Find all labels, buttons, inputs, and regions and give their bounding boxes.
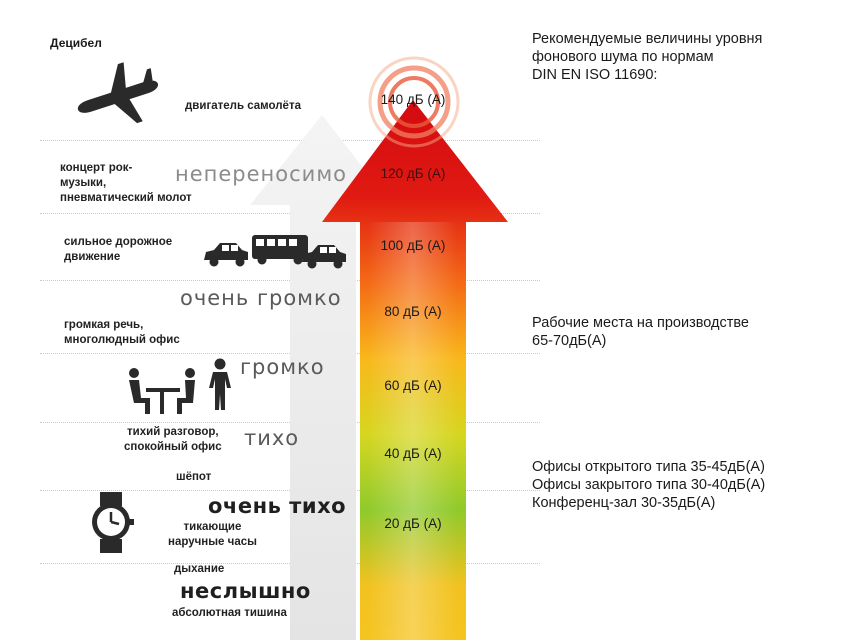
source-quiet-talk: тихий разговор, спокойный офис — [124, 426, 222, 453]
sound-rings-icon — [368, 56, 460, 148]
people-at-table-icon — [129, 368, 195, 414]
source-watch: тикающие наручные часы — [168, 521, 257, 548]
db-level-60: 60 дБ (А) — [384, 378, 442, 393]
divider — [40, 140, 540, 141]
standing-person-icon — [209, 358, 231, 410]
db-level-140: 140 дБ (А) — [380, 92, 446, 107]
zone-quiet: тихо — [244, 426, 300, 450]
db-level-120: 120 дБ (А) — [380, 166, 446, 181]
cars-bus-icon — [204, 235, 346, 269]
source-whisper: шёпот — [176, 471, 212, 483]
source-airplane: двигатель самолёта — [185, 100, 301, 112]
source-silence: абсолютная тишина — [172, 607, 287, 619]
db-level-40: 40 дБ (А) — [384, 446, 442, 461]
zone-unbearable: непереносимо — [175, 162, 348, 186]
recommendations-title: Рекомендуемые величины уровня фонового ш… — [532, 31, 763, 83]
production-recommendation: Рабочие места на производстве 65-70дБ(А) — [532, 314, 749, 350]
source-traffic: сильное дорожное движение — [64, 236, 173, 263]
wristwatch-icon — [92, 492, 134, 553]
source-breathing: дыхание — [174, 563, 225, 575]
office-line: Офисы закрытого типа 30-40дБ(А) — [532, 477, 766, 493]
zone-loud: громко — [240, 355, 325, 379]
db-level-80: 80 дБ (А) — [384, 304, 442, 319]
db-level-100: 100 дБ (А) — [380, 238, 446, 253]
unit-title: Децибел — [50, 36, 102, 50]
airplane-icon — [77, 62, 159, 124]
production-line: Рабочие места на производстве — [532, 315, 749, 331]
office-line: Конференц-зал 30-35дБ(А) — [532, 495, 716, 511]
db-level-20: 20 дБ (А) — [384, 516, 442, 531]
source-loud-speech: громкая речь, многолюдный офис — [64, 319, 180, 346]
source-rock-concert: концерт рок- музыки, пневматический моло… — [60, 162, 192, 204]
production-line: 65-70дБ(А) — [532, 333, 607, 349]
zone-very-quiet: очень тихо — [208, 494, 347, 518]
zone-very-loud: очень громко — [180, 286, 342, 310]
office-line: Офисы открытого типа 35-45дБ(А) — [532, 459, 765, 475]
office-recommendations: Офисы открытого типа 35-45дБ(А) Офисы за… — [532, 458, 765, 512]
zone-inaudible: неслышно — [180, 579, 311, 603]
